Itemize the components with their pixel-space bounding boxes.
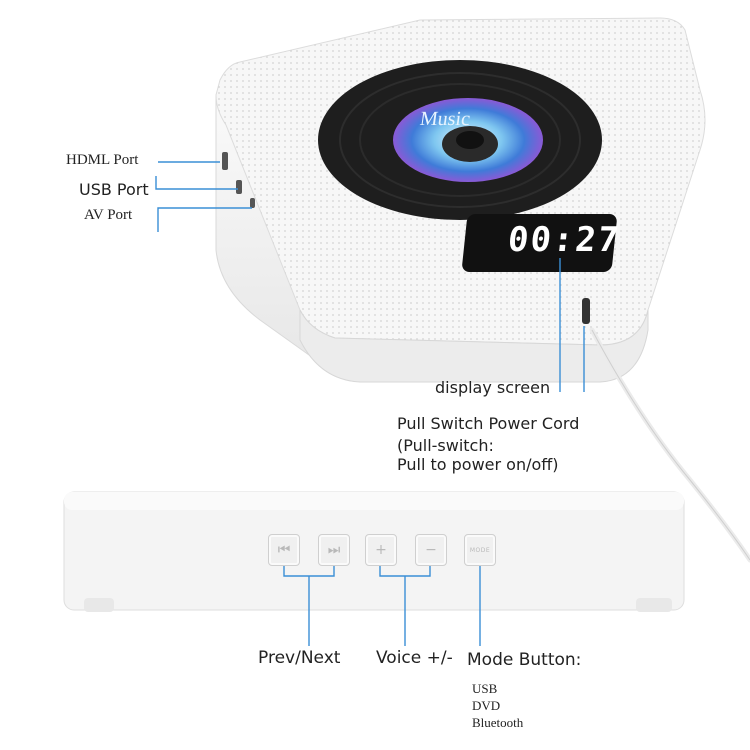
- clock-display: 00:27: [505, 220, 623, 260]
- display-screen-label: display screen: [435, 378, 551, 397]
- prev-button[interactable]: ⏮: [268, 534, 300, 566]
- volume-down-button[interactable]: −: [415, 534, 447, 566]
- next-icon: ⏭: [327, 542, 341, 558]
- pull-switch-desc-1: (Pull-switch:: [397, 436, 494, 455]
- foot-left: [84, 598, 114, 612]
- prev-next-label: Prev/Next: [258, 648, 341, 668]
- usb-port: [236, 180, 242, 194]
- next-button[interactable]: ⏭: [318, 534, 350, 566]
- mode-button-label: Mode Button:: [467, 650, 582, 670]
- callout-lines: [155, 161, 585, 646]
- pull-switch-desc-2: Pull to power on/off): [397, 455, 559, 474]
- prev-icon: ⏮: [277, 542, 291, 558]
- hdml-port-label: HDML Port: [66, 152, 139, 168]
- voice-label: Voice +/-: [376, 648, 453, 668]
- pull-switch-title: Pull Switch Power Cord: [397, 414, 580, 433]
- plus-icon: +: [375, 542, 387, 558]
- hdmi-port: [222, 152, 228, 170]
- mode-item-usb: USB: [472, 681, 498, 696]
- mode-button[interactable]: MODE: [464, 534, 496, 566]
- av-port-label: AV Port: [84, 207, 133, 223]
- disc: [318, 60, 602, 220]
- disc-label-text: Music: [418, 108, 472, 130]
- minus-icon: −: [425, 542, 437, 558]
- display-screen: [462, 214, 617, 272]
- power-cord-slot: [582, 298, 590, 324]
- mode-item-bluetooth: Bluetooth: [472, 715, 524, 730]
- usb-port-label: USB Port: [79, 180, 149, 199]
- mode-list: USB DVD Bluetooth: [472, 680, 523, 731]
- volume-up-button[interactable]: +: [365, 534, 397, 566]
- av-port: [250, 198, 255, 208]
- ports-group: [222, 152, 255, 208]
- mode-icon: MODE: [469, 546, 491, 554]
- foot-right: [636, 598, 672, 612]
- mode-item-dvd: DVD: [472, 698, 501, 713]
